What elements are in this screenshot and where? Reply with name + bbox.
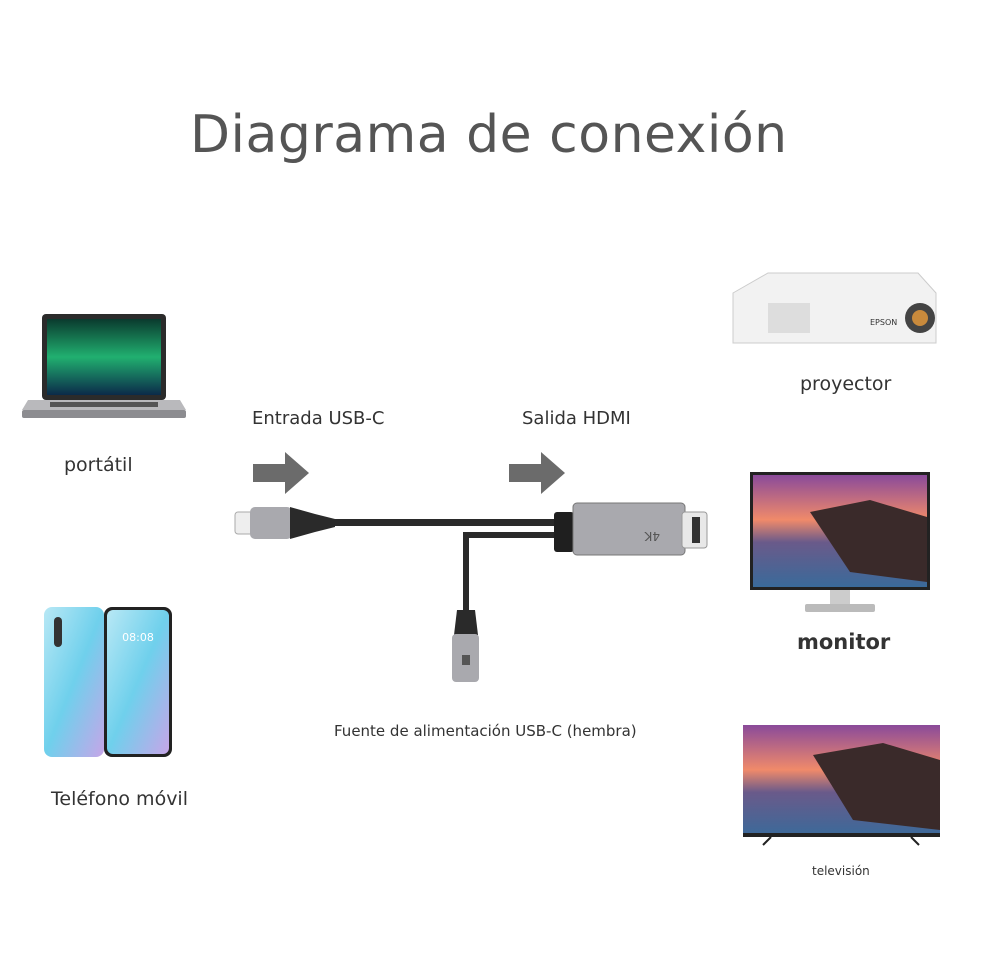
television-image (743, 725, 940, 846)
laptop-image (22, 314, 186, 418)
projector-image: EPSON (732, 272, 937, 344)
power-label: Fuente de alimentación USB-C (hembra) (334, 722, 637, 740)
laptop-label: portátil (64, 454, 133, 476)
output-arrow-icon (509, 452, 565, 494)
projector-brand: EPSON (870, 318, 897, 327)
monitor-image (750, 472, 930, 612)
projector-label: proyector (800, 373, 892, 395)
diagram-title: Diagrama de conexión (190, 105, 788, 165)
adapter-badge: 4K (643, 529, 660, 543)
tv-label: televisión (812, 864, 870, 878)
phone-label: Teléfono móvil (51, 788, 188, 810)
output-label: Salida HDMI (522, 408, 631, 429)
monitor-label: monitor (797, 630, 891, 654)
input-arrow-icon (253, 452, 309, 494)
phone-image: 08:08 (44, 607, 172, 757)
phone-clock: 08:08 (122, 631, 154, 644)
usbc-hdmi-cable-image: 4K (234, 502, 708, 682)
input-label: Entrada USB-C (252, 408, 385, 429)
